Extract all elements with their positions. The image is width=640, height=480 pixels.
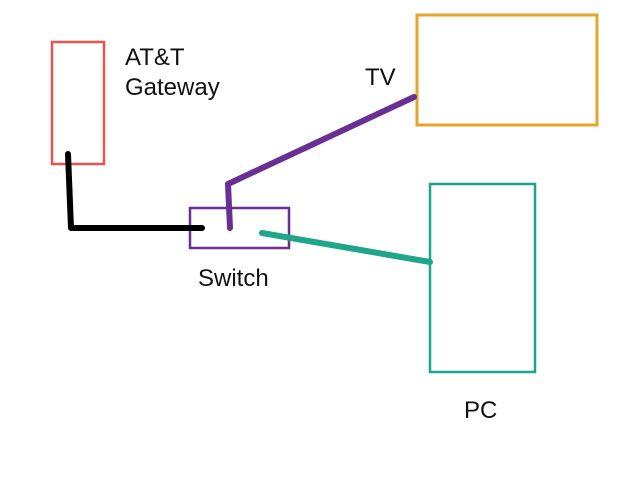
switch-pc-cable	[259, 230, 433, 265]
switch-tv-cable	[225, 94, 417, 231]
pc-label: PC	[464, 397, 498, 424]
tv-box	[415, 13, 599, 127]
gateway-label-line1: AT&T	[125, 44, 185, 71]
gateway-label: AT&T Gateway	[125, 43, 220, 103]
gateway-box	[50, 40, 106, 166]
switch-label: Switch	[198, 265, 269, 292]
pc-box	[428, 182, 537, 374]
gateway-switch-cable	[65, 151, 205, 231]
tv-label: TV	[365, 64, 396, 91]
gateway-label-line2: Gateway	[125, 74, 220, 101]
